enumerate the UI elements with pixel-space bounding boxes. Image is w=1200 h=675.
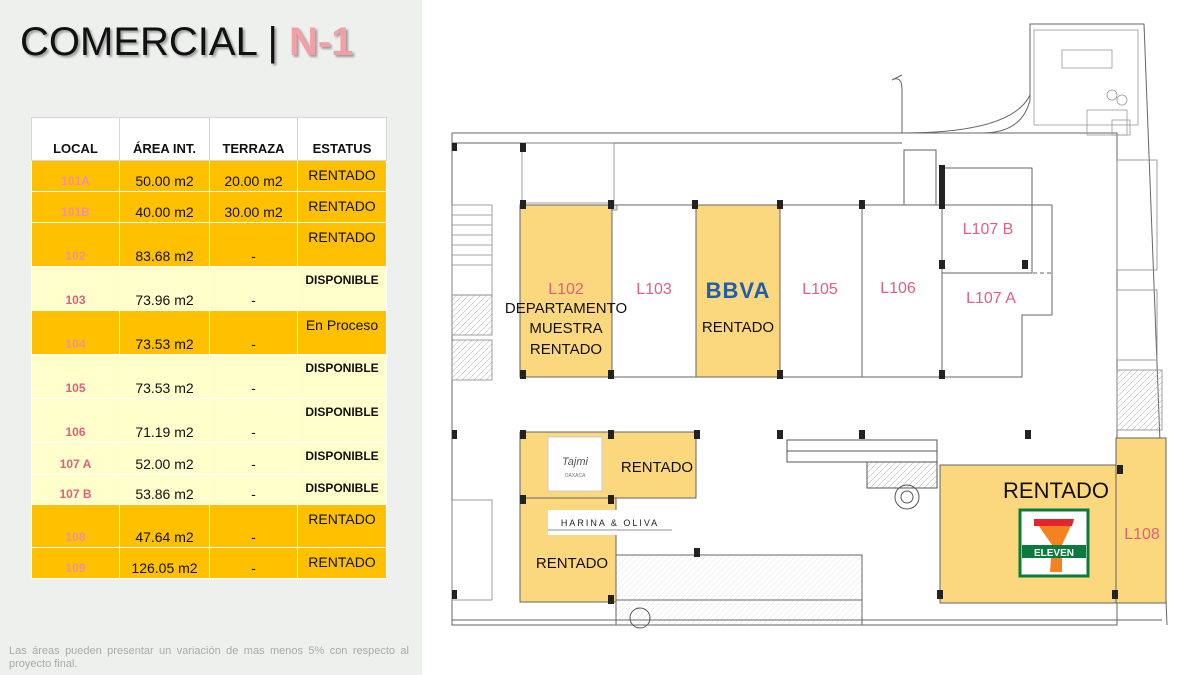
tajmi-status: RENTADO <box>621 459 693 476</box>
title-level: N-1 <box>288 20 354 64</box>
header-terraza: TERRAZA <box>209 117 298 161</box>
eleven-logo-text: ELEVEN <box>1034 548 1074 559</box>
cell-local: 107 A <box>31 442 120 475</box>
cell-local: 103 <box>31 266 120 311</box>
title-main: COMERCIAL | <box>20 20 278 64</box>
harina-logo-text: HARINA & OLIVA <box>561 518 659 528</box>
label-l106: L106 <box>880 280 916 297</box>
cell-terraza: - <box>209 266 298 311</box>
cell-area: 50.00 m2 <box>119 160 210 192</box>
tajmi-logo-text: Tajmi <box>562 456 588 468</box>
tajmi-logo <box>547 436 603 492</box>
cell-local: 101B <box>31 191 120 223</box>
cell-area: 40.00 m2 <box>119 191 210 223</box>
cell-local: 109 <box>31 547 120 579</box>
label-l107b: L107 B <box>963 221 1014 238</box>
label-l105: L105 <box>802 281 838 298</box>
cell-estatus: RENTADO <box>297 504 387 548</box>
cell-estatus: DISPONIBLE <box>297 354 387 399</box>
cell-area: 126.05 m2 <box>119 547 210 579</box>
harina-logo <box>548 510 672 535</box>
seven-eleven-logo: ELEVEN <box>1018 508 1090 578</box>
cell-terraza: - <box>209 547 298 579</box>
cell-area: 53.86 m2 <box>119 474 210 505</box>
big-rentado: RENTADO <box>1003 478 1109 503</box>
tajmi-logo-sub: OAXACA <box>565 473 587 479</box>
cell-local: 102 <box>31 222 120 267</box>
cell-area: 52.00 m2 <box>119 442 210 475</box>
cell-area: 71.19 m2 <box>119 398 210 443</box>
label-l108: L108 <box>1124 526 1160 543</box>
header-local: LOCAL <box>31 117 120 161</box>
cell-terraza: 20.00 m2 <box>209 160 298 192</box>
disclaimer-note: Las áreas pueden presentar un variación … <box>9 645 409 670</box>
bbva-logo: BBVA <box>706 278 771 303</box>
cell-local: 104 <box>31 310 120 355</box>
unit-l102[interactable] <box>519 204 613 378</box>
cell-terraza: 30.00 m2 <box>209 191 298 223</box>
label-l103: L103 <box>636 281 672 298</box>
l102-line-1: DEPARTAMENTO <box>505 300 627 317</box>
cell-terraza: - <box>209 222 298 267</box>
cell-estatus: RENTADO <box>297 222 387 267</box>
cell-estatus: RENTADO <box>297 160 387 192</box>
unit-l104[interactable] <box>695 204 781 378</box>
unit-l103[interactable] <box>611 204 697 378</box>
cell-local: 107 B <box>31 474 120 505</box>
cell-local: 106 <box>31 398 120 443</box>
cell-area: 73.53 m2 <box>119 354 210 399</box>
l102-line-3: RENTADO <box>530 341 602 358</box>
floor-plan: L102 DEPARTAMENTO MUESTRA RENTADO L103 B… <box>451 23 1168 629</box>
cell-terraza: - <box>209 474 298 505</box>
cell-estatus: DISPONIBLE <box>297 266 387 311</box>
label-l107a: L107 A <box>966 290 1016 307</box>
cell-terraza: - <box>209 354 298 399</box>
info-panel: COMERCIAL | N-1 LOCAL ÁREA INT. TERRAZA … <box>0 0 422 675</box>
cell-estatus: DISPONIBLE <box>297 474 387 505</box>
unit-l108[interactable] <box>1115 437 1167 604</box>
cell-local: 108 <box>31 504 120 548</box>
cell-estatus: RENTADO <box>297 547 387 579</box>
cell-estatus: RENTADO <box>297 191 387 223</box>
harina-status: RENTADO <box>536 555 608 572</box>
header-area: ÁREA INT. <box>119 117 210 161</box>
cell-area: 73.53 m2 <box>119 310 210 355</box>
label-l102: L102 <box>548 281 584 298</box>
cell-terraza: - <box>209 442 298 475</box>
cell-estatus: DISPONIBLE <box>297 398 387 443</box>
cell-area: 73.96 m2 <box>119 266 210 311</box>
cell-area: 83.68 m2 <box>119 222 210 267</box>
l104-status: RENTADO <box>702 319 774 336</box>
cell-terraza: - <box>209 398 298 443</box>
cell-local: 101A <box>31 160 120 192</box>
page-title: COMERCIAL | N-1 <box>20 20 353 65</box>
cell-estatus: DISPONIBLE <box>297 442 387 475</box>
table-header-row: LOCAL ÁREA INT. TERRAZA ESTATUS <box>31 117 387 161</box>
cell-area: 47.64 m2 <box>119 504 210 548</box>
cell-terraza: - <box>209 310 298 355</box>
l102-line-2: MUESTRA <box>529 320 602 337</box>
cell-local: 105 <box>31 354 120 399</box>
header-estatus: ESTATUS <box>297 117 387 161</box>
cell-terraza: - <box>209 504 298 548</box>
cell-estatus: En Proceso <box>297 310 387 355</box>
